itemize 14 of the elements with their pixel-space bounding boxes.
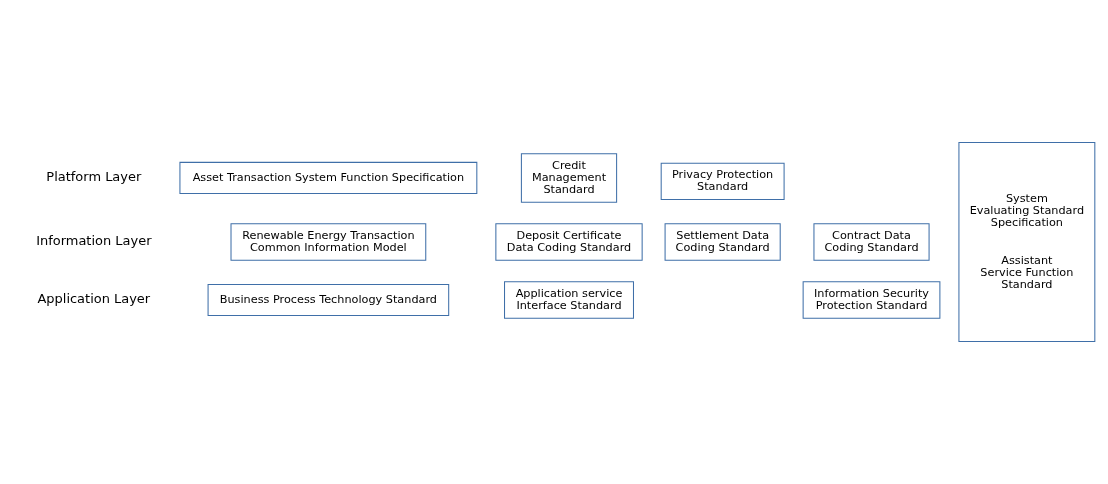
node-box: Settlement Data Coding Standard bbox=[664, 223, 781, 261]
label: Platform Layer bbox=[46, 168, 142, 184]
node-box: Contract Data Coding Standard bbox=[813, 223, 930, 261]
node-box: Privacy Protection Standard bbox=[660, 162, 785, 201]
node-box: Information Security Protection Standard bbox=[802, 281, 941, 319]
label: Information Layer bbox=[36, 233, 152, 249]
node-box: Credit Management Standard bbox=[520, 153, 618, 203]
node-box: Business Process Technology Standard bbox=[207, 283, 450, 317]
node-box: Deposit Certificate Data Coding Standard bbox=[495, 223, 643, 261]
node-box: System Evaluating Standard Specification Assistant Service Function Standard bbox=[958, 141, 1096, 343]
node-box: Asset Transaction System Function Specification bbox=[179, 161, 478, 195]
node-box: Application service Interface Standard bbox=[504, 281, 634, 319]
label: Application Layer bbox=[37, 291, 151, 307]
node-box: Renewable Energy Transaction Common Information Model bbox=[230, 223, 427, 261]
